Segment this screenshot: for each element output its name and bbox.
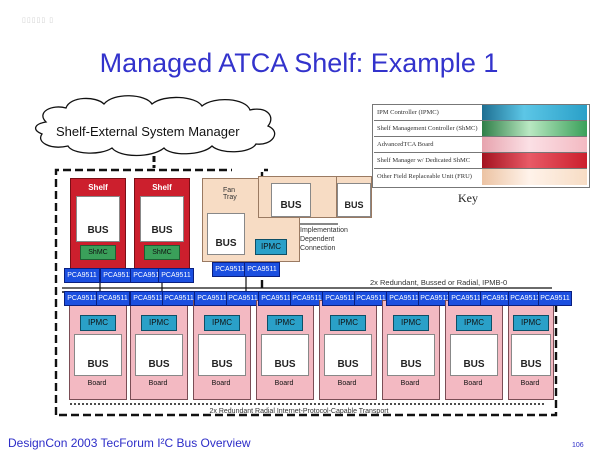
slide-title: Managed ATCA Shelf: Example 1 xyxy=(99,48,499,78)
pca9511-chip: PCA9511 xyxy=(130,268,166,283)
key-label: Key xyxy=(458,191,478,205)
shelf-manager-label: Shelf xyxy=(152,183,172,192)
key-swatch xyxy=(482,137,587,153)
key-row-label: IPM Controller (IPMC) xyxy=(374,105,482,121)
shelf-manager-card: Shelf BUS ShMC xyxy=(134,178,190,276)
key-swatch xyxy=(482,105,587,121)
ipmb-label: 2x Redundant, Bussed or Radial, IPMB-0 xyxy=(370,278,508,287)
shmc-block: ShMC xyxy=(80,245,116,260)
pca9511-chip: PCA9511 xyxy=(64,268,100,283)
corner-mark: ▯▯▯▯▯ ▯ xyxy=(22,17,55,24)
key-row-label: AdvancedTCA Board xyxy=(374,137,482,153)
key-swatch xyxy=(482,121,587,137)
implementation-note: Implementation Dependent Connection xyxy=(300,227,348,252)
cloud-shape xyxy=(35,95,276,157)
ipmc-block: IPMC xyxy=(255,239,287,255)
fan-tray-label: Fan Tray xyxy=(223,187,237,201)
bus-module: BUS xyxy=(271,183,311,217)
bus-label: BUS xyxy=(280,200,302,211)
key-swatch xyxy=(482,153,587,169)
bus-label: BUS xyxy=(151,225,173,236)
fan-tray: Fan Tray BUS IPMC xyxy=(202,178,300,262)
bus-module: BUS xyxy=(337,183,371,217)
other-fru: BUS xyxy=(336,176,372,218)
other-fru: BUS xyxy=(258,176,338,218)
bus-label: BUS xyxy=(215,238,237,249)
key-swatch xyxy=(482,169,587,185)
key-row-label: Other Field Replaceable Unit (FRU) xyxy=(377,173,472,180)
pca9511-chip: PCA9511 xyxy=(212,262,248,277)
page-number: 106 xyxy=(572,442,584,449)
bus-label: BUS xyxy=(87,225,109,236)
shmc-block: ShMC xyxy=(144,245,180,260)
bus-module: BUS xyxy=(207,213,245,255)
bus-module: BUS xyxy=(76,196,120,242)
bus-module: BUS xyxy=(140,196,184,242)
key-row-label: Shelf Manager w/ Dedicated ShMC xyxy=(374,153,482,169)
cloud-label: Shelf-External System Manager xyxy=(56,124,240,139)
transport-label: 2x Redundant Radial Internet-Protocol-Ca… xyxy=(209,408,389,415)
pca9511-chip: PCA9511 xyxy=(158,268,194,283)
pca9511-chip: PCA9511 xyxy=(244,262,280,277)
shelf-manager-card: Shelf BUS ShMC xyxy=(70,178,126,276)
shelf-manager-label: Shelf xyxy=(88,183,108,192)
footer-text: DesignCon 2003 TecForum I²C Bus Overview xyxy=(8,436,251,450)
pca9511-chip: PCA9511 xyxy=(100,268,136,283)
bus-label: BUS xyxy=(344,200,364,210)
key-row-label: Shelf Management Controller (ShMC) xyxy=(374,121,482,137)
